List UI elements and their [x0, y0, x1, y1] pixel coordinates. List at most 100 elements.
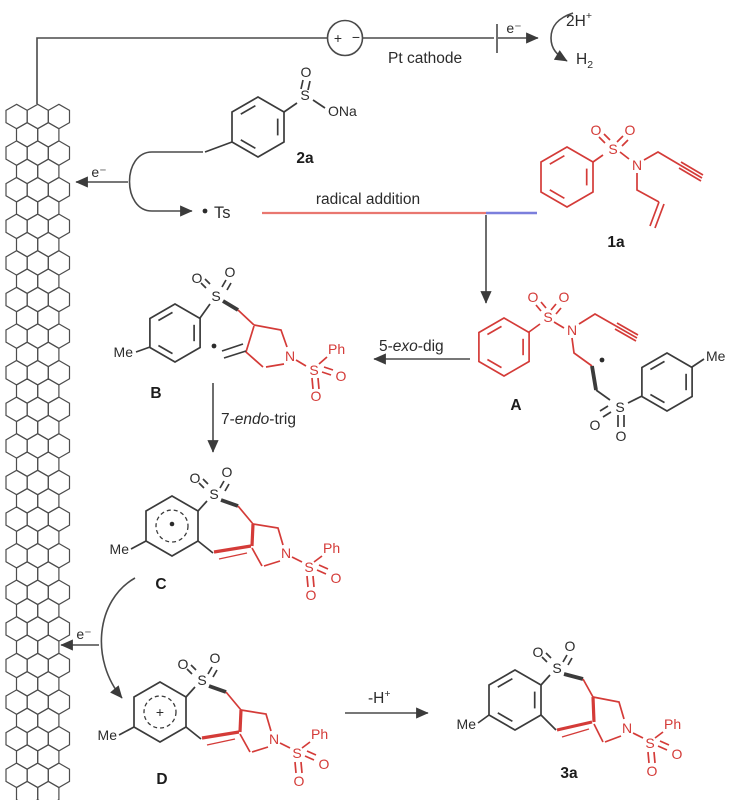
minus-h-label: -H+: [368, 688, 391, 707]
oxidation-curve-arrow: [100, 577, 136, 699]
s-o-double-bond: [306, 575, 315, 588]
methyl-bond: [691, 358, 705, 368]
ring-outline: [540, 146, 594, 208]
radical-dot-icon: [599, 357, 605, 363]
alkene-double-bond-inner: [206, 738, 236, 746]
exo-post: -dig: [418, 338, 444, 355]
step-deprotonation: -H+: [345, 688, 429, 719]
minus-h-sup: +: [384, 688, 390, 700]
atom-O: O: [319, 756, 330, 772]
bond: [632, 732, 644, 739]
atom-O: O: [331, 570, 342, 586]
bond: [225, 691, 242, 711]
hexagon-cell: [15, 780, 39, 800]
methyl-bond: [118, 726, 135, 736]
battery-plus-sign: +: [334, 30, 342, 46]
bond: [301, 741, 311, 749]
compound-label-A: A: [510, 397, 521, 414]
atom-S: S: [309, 362, 318, 378]
bond: [199, 303, 211, 319]
group-Me: Me: [706, 348, 726, 364]
group-Ph: Ph: [323, 540, 340, 556]
atom-O: O: [301, 64, 312, 80]
propargyl-bonds: [643, 151, 681, 166]
ring-double-bond: [497, 712, 513, 723]
reduction-curve-arrow: [128, 151, 203, 217]
atom-S: S: [209, 486, 218, 502]
atom-S: S: [211, 288, 220, 304]
s-o-double-bond: [616, 135, 629, 147]
group-Ph: Ph: [664, 716, 681, 732]
atom-S: S: [300, 87, 309, 103]
pyrrolidine-bond: [239, 733, 251, 753]
ring-outline: [488, 669, 542, 731]
atom-N: N: [567, 322, 577, 338]
exo-dig-label: 5-exo-dig: [379, 338, 444, 355]
battery-icon: [326, 19, 364, 57]
atom-O: O: [225, 264, 236, 280]
atom-O: O: [672, 746, 683, 762]
intermediate-c: Me S O O N S Ph O O C: [110, 464, 342, 603]
atom-O: O: [528, 289, 539, 305]
s-o-double-bond: [198, 478, 209, 489]
pyrrolidine-bonds: [252, 523, 284, 546]
ring-double-bond: [240, 139, 256, 150]
bond: [291, 556, 303, 563]
s-o-double-bond: [541, 652, 552, 663]
bond: [237, 309, 255, 326]
exo-pre: 5-: [379, 338, 393, 355]
s-o-double-bond: [647, 751, 656, 764]
atom-S: S: [645, 735, 654, 751]
graphite-anode-electrode: [5, 103, 71, 800]
atom-O: O: [616, 428, 627, 444]
fused-bond: [250, 523, 255, 547]
bond: [197, 500, 208, 512]
ring-double-bond: [157, 344, 173, 355]
atom-S: S: [608, 141, 617, 157]
alkene-double-bond-inner: [561, 728, 590, 738]
s-o-double-bond: [311, 377, 320, 390]
s-o-double-bond: [316, 564, 329, 575]
bond: [197, 540, 214, 554]
bond: [185, 726, 202, 740]
proton-sup: +: [586, 10, 592, 22]
ring-double-bond: [240, 104, 256, 115]
alkene-double-bond-inner: [218, 552, 248, 560]
intermediate-b: Me S O O N S Ph O O B: [114, 264, 347, 404]
proton-label: 2H+: [566, 10, 592, 30]
exo-methylene-double-bond: [221, 343, 247, 359]
compound-label-3a: 3a: [560, 765, 578, 782]
radical-addition-label: radical addition: [316, 191, 420, 208]
exo-italic: exo: [393, 338, 418, 355]
s-o-double-bond: [186, 664, 197, 675]
s-o-double-bond: [294, 761, 303, 774]
ring-double-bond: [649, 360, 665, 371]
bond: [553, 321, 565, 329]
group-Me: Me: [457, 716, 477, 732]
endo-pre: 7-: [221, 411, 235, 428]
atom-S: S: [552, 660, 561, 676]
atom-S: S: [292, 745, 301, 761]
pyrrolidine-bond: [251, 547, 263, 567]
ring-double-bond: [486, 358, 502, 369]
bond: [312, 99, 326, 109]
compound-label-B: B: [150, 385, 161, 402]
s-o-double-bond: [535, 301, 547, 312]
alkyne-triple-bond: [614, 322, 639, 342]
bond: [619, 151, 630, 160]
group-Me: Me: [114, 344, 134, 360]
atom-O: O: [210, 650, 221, 666]
methyl-bond: [477, 714, 490, 724]
cathode-label: Pt cathode: [388, 50, 462, 67]
intermediate-a: S O O N S O O Me A: [478, 289, 726, 444]
anode-oxidation-step-top: e⁻: [75, 151, 203, 217]
minus-h-base: -H: [368, 690, 384, 707]
atom-N: N: [622, 720, 632, 736]
ring-double-bond: [497, 677, 513, 688]
electron-label: e⁻: [506, 20, 521, 36]
wedge-bond: [208, 684, 227, 694]
wedge-bond: [222, 299, 239, 312]
ts-label: Ts: [214, 204, 231, 222]
bond: [540, 674, 551, 686]
tolyl-ring: [149, 303, 201, 363]
